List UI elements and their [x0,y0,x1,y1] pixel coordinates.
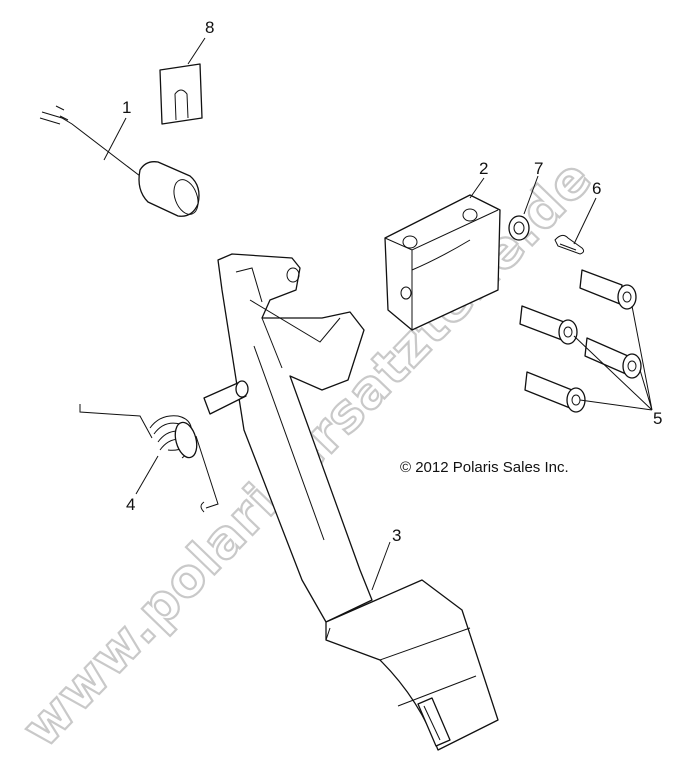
pivot-pin [203,380,249,415]
part-1-sensor [39,105,200,217]
bolt [524,371,586,413]
bolt [519,305,578,345]
part-6-clip [554,234,585,255]
callout-2: 2 [479,159,488,178]
callout-1: 1 [122,98,131,117]
callout-6: 6 [592,179,601,198]
bolt [584,337,642,379]
callout-4: 4 [126,495,135,514]
callout-5: 5 [653,409,662,428]
callout-7: 7 [534,159,543,178]
part-2-block [384,194,501,331]
leader-lines [103,37,653,591]
bolt [579,269,637,310]
part-4-spring [79,404,219,513]
callout-3: 3 [392,526,401,545]
part-7-washer [508,215,530,241]
part-8-shim [159,63,203,125]
copyright-text: © 2012 Polaris Sales Inc. [400,459,569,476]
part-3-pedal [217,253,499,751]
part-5-bolts [519,269,642,413]
callout-8: 8 [205,18,214,37]
